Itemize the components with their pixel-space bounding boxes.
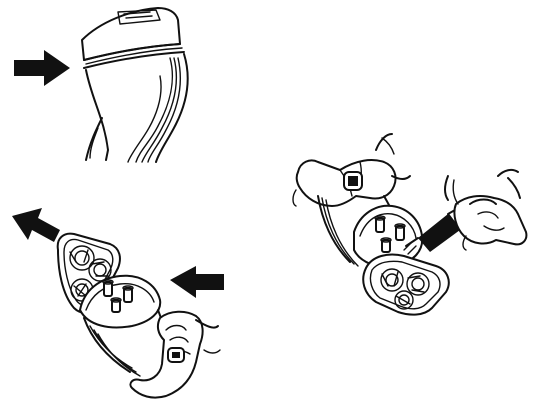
shaver-icon [82,8,188,162]
shaver-base [80,276,166,376]
arrow-right-icon [14,50,70,86]
panel-step-3 [293,134,526,315]
hand-icon [130,312,220,398]
arrow-up-left-icon [12,208,60,242]
panel-step-1 [14,8,188,162]
shaver-icon [318,196,449,315]
panel-step-2 [12,208,224,398]
hand-icon [445,170,526,250]
arrow-left-icon [170,266,224,298]
hand-icon [293,134,410,206]
